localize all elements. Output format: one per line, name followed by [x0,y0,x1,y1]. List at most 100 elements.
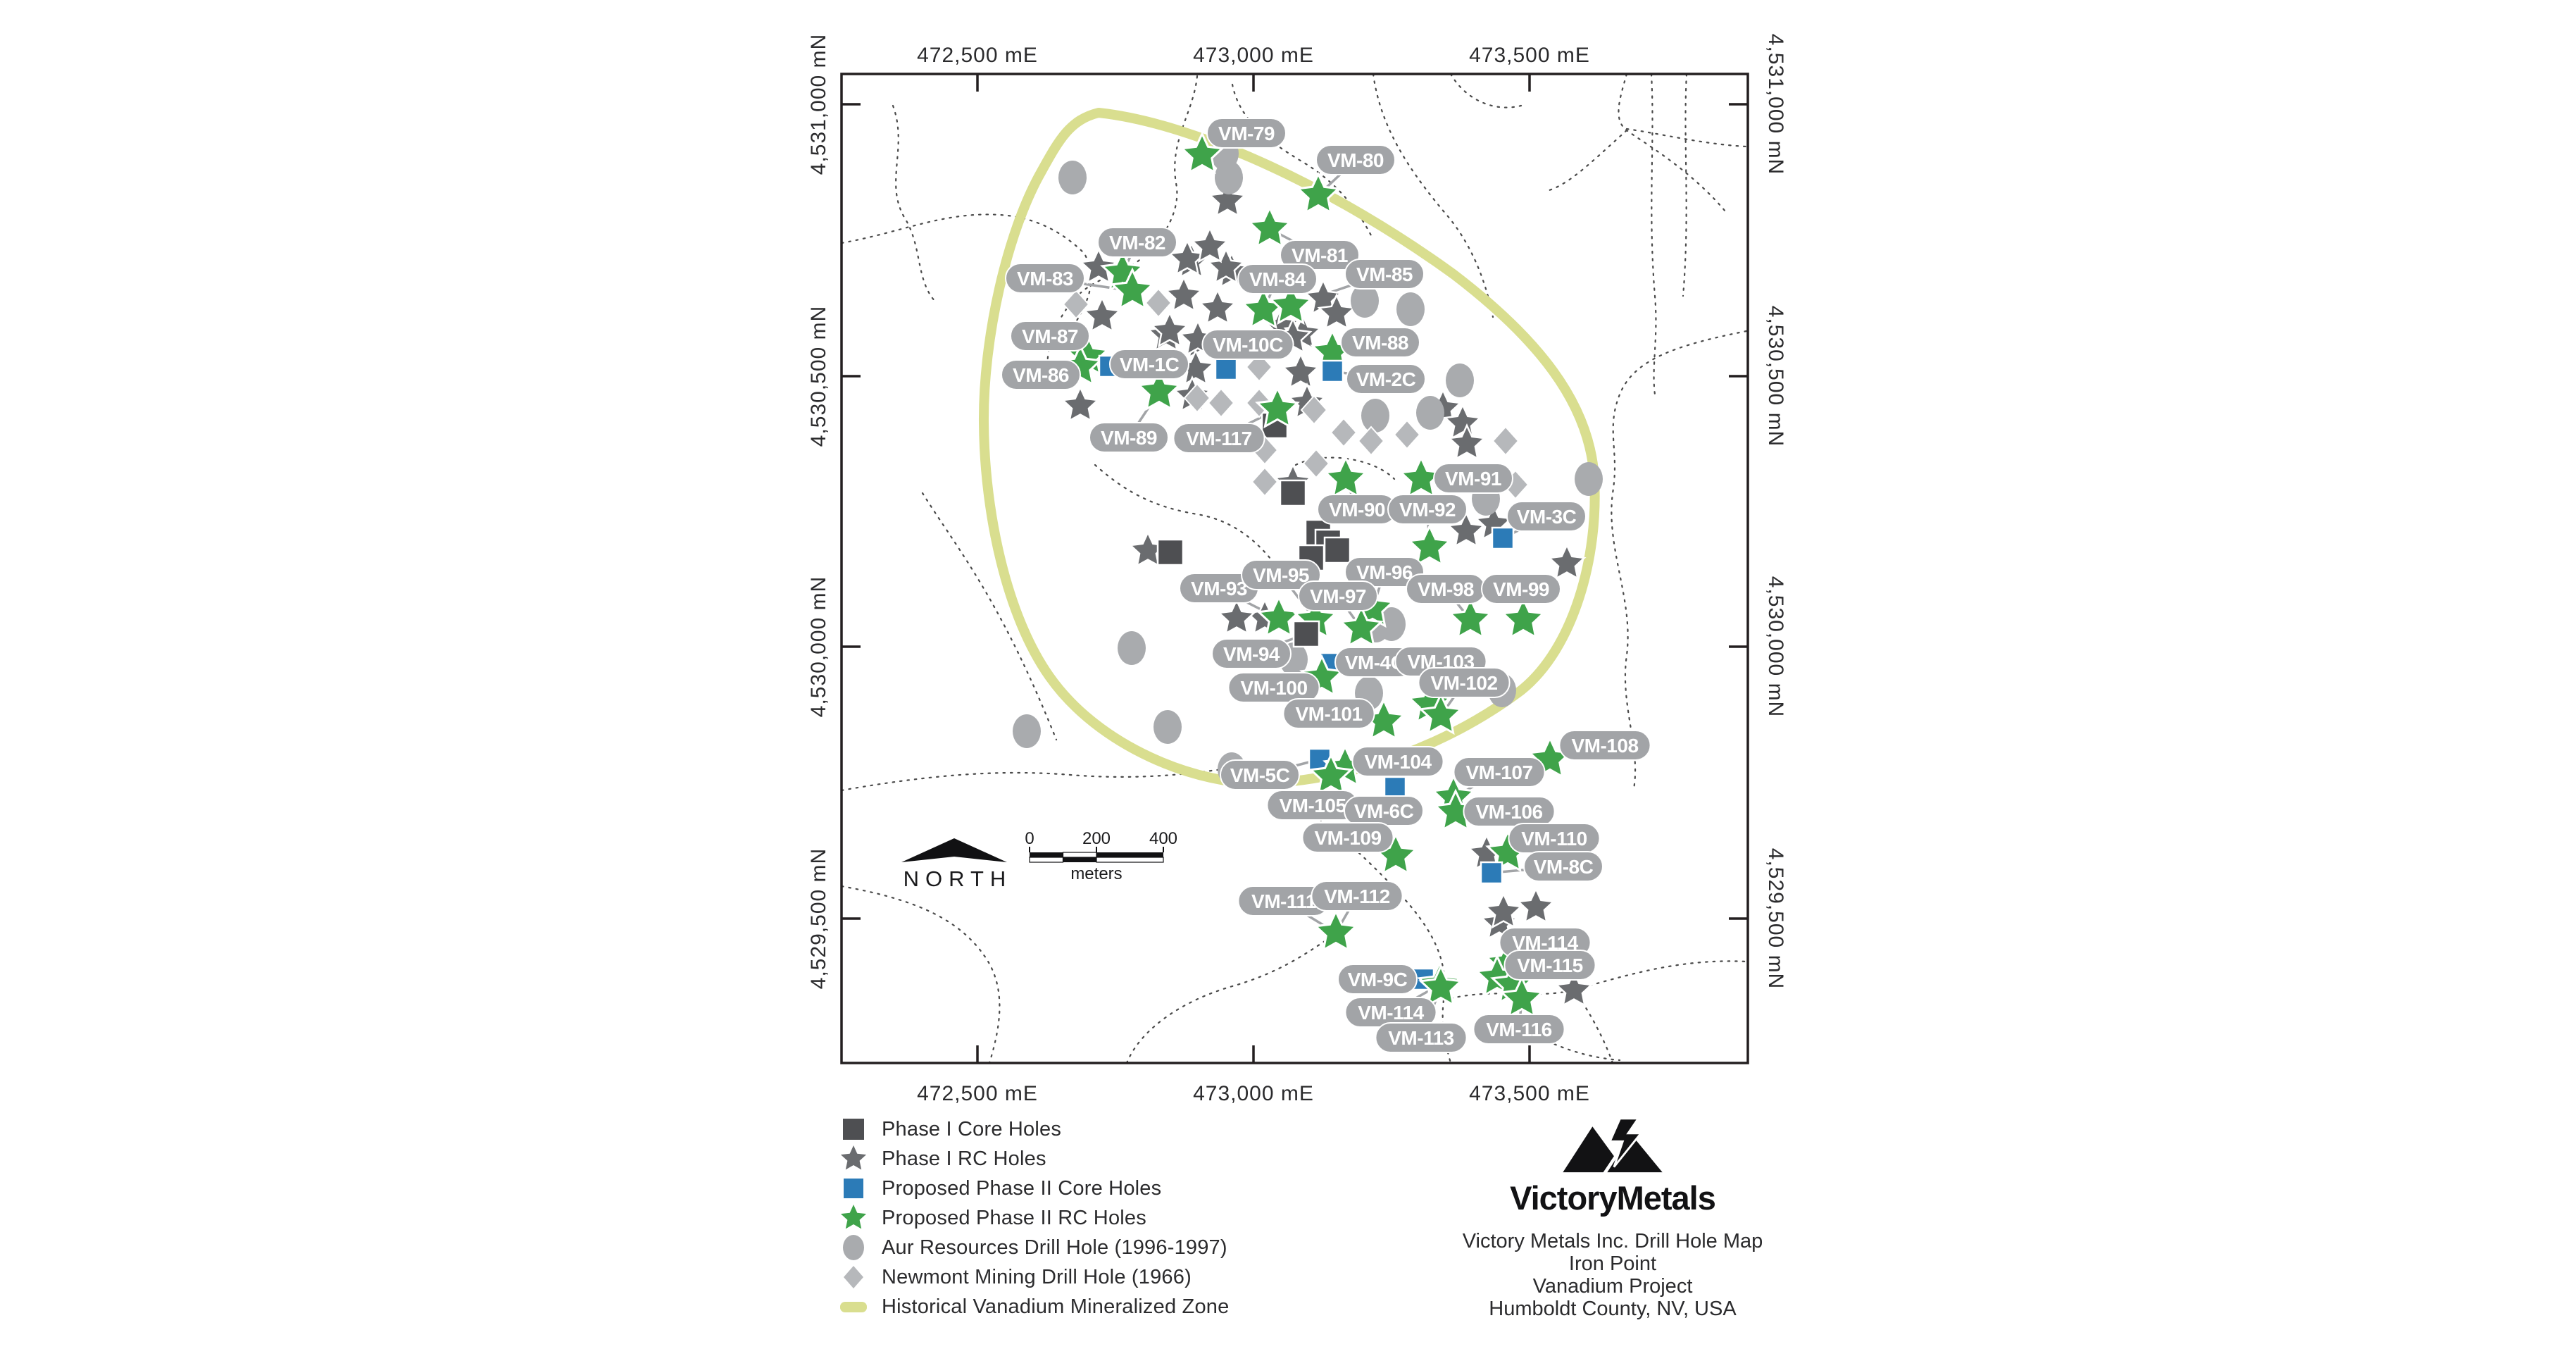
legend-item-phase2-rc: Proposed Phase II RC Holes [839,1203,1229,1233]
drill-hole-label-pill [1387,494,1468,525]
drill-hole-label-text: VM-80 [1327,149,1384,171]
drill-hole-label-pill [1301,822,1394,853]
axis-label-bottom-1: 472,500 mE [917,1082,1038,1105]
drill-hole-label-text: VM-106 [1475,801,1542,823]
drill-hole-label-pill [1453,757,1546,788]
axis-label-top-2: 473,000 mE [1193,44,1314,67]
drill-hole-label-text: VM-10C [1213,334,1283,356]
legend-label: Newmont Mining Drill Hole (1966) [882,1265,1192,1288]
north-arrow-label: NORTH [904,866,1013,891]
aur-resources-drill-hole-marker [1575,462,1603,496]
victory-metals-logo [1563,1117,1663,1173]
newmont-mining-drill-hole-marker [1144,287,1173,318]
map-title-line-3: Vanadium Project [1532,1275,1693,1298]
aur-resources-drill-hole-marker [1446,363,1474,397]
drill-hole-label-text: VM-117 [1186,428,1252,449]
drill-hole-label-pill [1340,327,1420,358]
drill-hole-label-pill [1298,580,1378,611]
legend: Phase I Core Holes Phase I RC Holes Prop… [839,1114,1229,1322]
drill-hole-label-text: VM-81 [1292,244,1348,266]
legend-label: Proposed Phase II Core Holes [882,1176,1162,1200]
proposed-phase2-core-hole-marker [1214,357,1238,381]
scale-bar-tick-0: 0 [1025,829,1034,848]
newmont-mining-drill-hole-marker [1357,425,1385,456]
drill-hole-label-pill [1211,638,1292,669]
drill-hole-label-text: VM-109 [1314,827,1381,849]
drill-hole-label-pill [1201,329,1294,360]
drill-hole-label-text: VM-114 [1358,1002,1424,1024]
axis-label-right-2: 4,530,500 mN [1764,306,1787,447]
map-frame [840,73,1749,1064]
proposed-phase2-rc-hole-marker [1407,523,1452,567]
aur-resources-drill-hole-marker [1013,714,1041,748]
proposed-phase2-rc-holes-icon [840,1205,867,1229]
drill-hole-label-pill [1337,964,1418,995]
drill-hole-label-pill [1010,321,1090,352]
axis-label-top-3: 473,500 mE [1469,44,1590,67]
drill-hole-label-pill [1473,1014,1565,1045]
phase1-rc-hole-marker [1443,403,1482,440]
title-block: VictoryMetals Victory Metals Inc. Drill … [1400,1116,1825,1320]
drill-hole-label-pill [1005,263,1085,294]
newmont-mining-drill-hole-marker [1207,387,1235,418]
drill-hole-label-text: VM-98 [1418,578,1474,600]
aur-resources-drill-hole-marker [1361,399,1389,433]
phase1-rc-hole-marker [1447,423,1487,461]
proposed-phase2-rc-hole-marker [1448,596,1493,640]
drill-hole-label-text: VM-97 [1310,585,1366,607]
phase1-core-hole-marker [1156,538,1184,566]
phase1-rc-hole-marker [1206,247,1246,285]
proposed-phase2-core-hole-marker [1491,526,1515,550]
aur-resources-drill-hole-marker [1215,161,1243,194]
drill-hole-label-text: VM-8C [1534,856,1594,878]
proposed-phase2-rc-hole-marker [1501,596,1546,640]
axis-label-bottom-2: 473,000 mE [1193,1082,1314,1105]
scale-bar-tick-400: 400 [1149,829,1177,848]
drill-hole-label-pill [1001,359,1081,390]
drill-hole-label-text: VM-6C [1354,800,1414,822]
axis-label-left-3: 4,530,000 mN [807,576,830,717]
drill-hole-label-text: VM-101 [1295,703,1362,725]
aur-resources-drill-hole-marker [1351,284,1379,318]
phase1-rc-hole-marker [1150,311,1189,348]
proposed-phase2-rc-hole-marker [1137,368,1182,411]
phase1-rc-hole-marker [1208,180,1247,218]
phase1-rc-hole-marker [1082,296,1122,333]
drill-hole-label-pill [1418,667,1511,698]
axis-label-left-2: 4,530,500 mN [807,306,830,447]
axis-label-right-4: 4,529,500 mN [1764,848,1787,989]
phase1-core-hole-marker [1323,536,1351,564]
legend-item-phase1-rc: Phase I RC Holes [839,1144,1229,1174]
phase1-rc-hole-marker [1198,288,1237,325]
drill-hole-label-text: VM-90 [1329,499,1385,521]
drill-hole-label-pill [1463,796,1556,827]
drill-hole-label-pill [1315,144,1396,175]
drill-hole-label-pill [1506,501,1587,532]
scale-bar-unit: meters [1070,864,1122,883]
drill-hole-label-pill [1433,463,1513,494]
phase1-rc-hole-marker [1281,352,1320,390]
proposed-phase2-rc-hole-marker [1313,909,1358,952]
drill-hole-label-text: VM-99 [1493,578,1549,600]
drill-hole-label-text: VM-94 [1223,643,1280,665]
drill-hole-label-text: VM-85 [1356,263,1413,285]
axis-label-left-1: 4,531,000 mN [807,34,830,175]
drill-hole-label-text: VM-116 [1486,1019,1552,1040]
legend-label: Historical Vanadium Mineralized Zone [882,1295,1230,1318]
drill-hole-label-pill [1282,698,1375,729]
drill-hole-label-text: VM-112 [1324,885,1390,907]
drill-hole-label-text: VM-93 [1191,578,1247,599]
legend-label: Phase I RC Holes [882,1147,1046,1170]
proposed-phase2-core-hole-marker [1480,861,1503,885]
drill-hole-label-pill [1173,423,1265,454]
phase1-rc-hole-marker [1554,970,1594,1007]
drill-hole-label-pill [1344,557,1425,588]
phase1-core-holes-icon [843,1119,864,1140]
north-arrow: NORTH [901,838,1013,891]
phase1-rc-hole-marker [1217,598,1256,635]
historical-vanadium-zone-icon [840,1302,867,1312]
phase1-rc-hole-marker [1061,385,1100,423]
drill-hole-label-pill [1523,851,1603,882]
newmont-mining-drill-hole-marker [1330,417,1358,448]
